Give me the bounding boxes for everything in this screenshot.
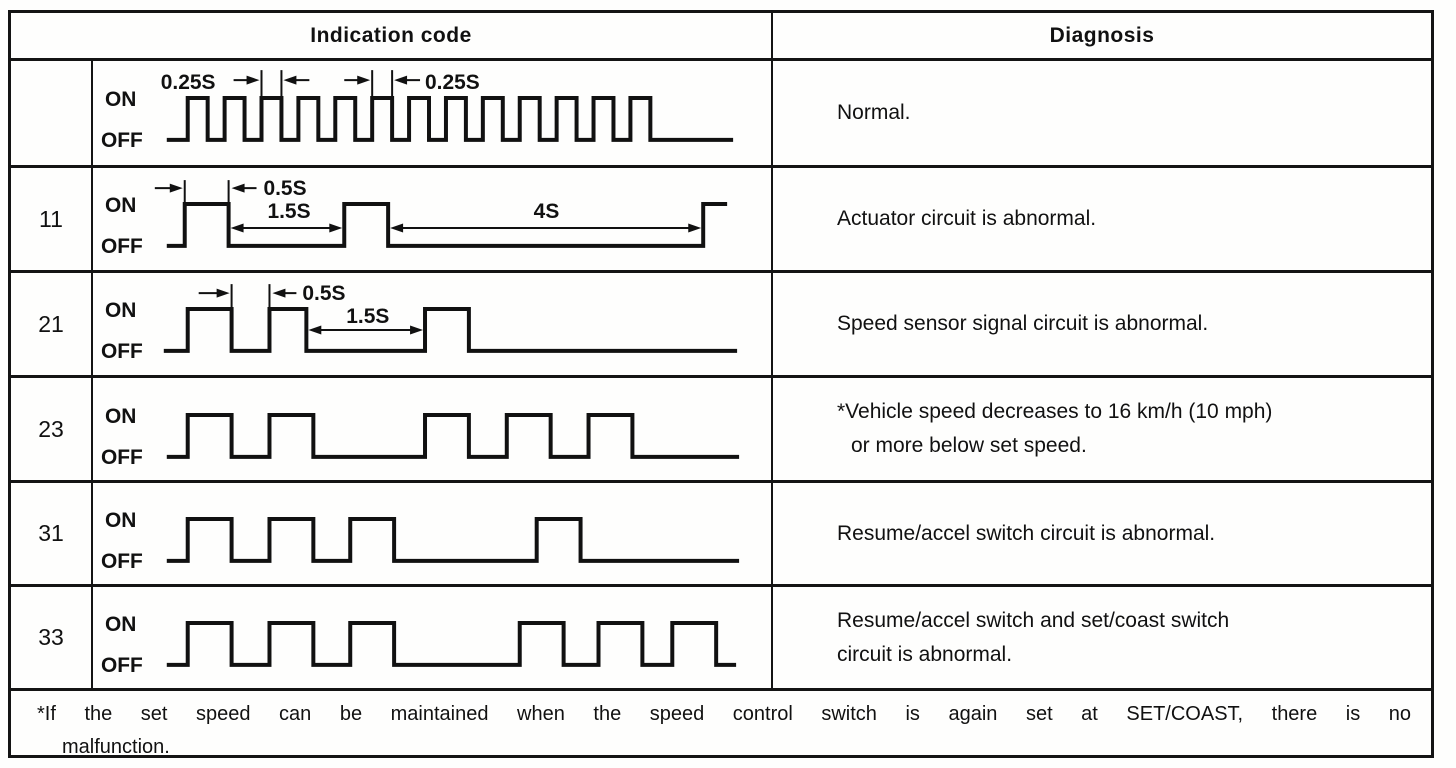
on-level-label: ON xyxy=(105,88,136,111)
dimension-arrowhead xyxy=(216,288,230,298)
table-row: 23 ON OFF *Vehicle speed decreases to 16 km… xyxy=(11,378,1431,483)
waveform-cell: ON OFF xyxy=(93,483,773,584)
duration-label: 0.25S xyxy=(161,71,216,94)
duration-label: 0.5S xyxy=(263,177,306,200)
indication-code-header: Indication code xyxy=(11,13,773,58)
signal-waveform xyxy=(166,96,734,142)
waveform-cell: ON OFF xyxy=(93,378,773,480)
code-cell: 21 xyxy=(11,273,93,375)
diagnosis-text: Normal. xyxy=(837,101,911,124)
waveform-svg: ON OFF xyxy=(101,613,737,677)
code-cell: 11 xyxy=(11,168,93,270)
table-row: 33 ON OFF Resume/accel switch and set/coast… xyxy=(11,587,1431,691)
footnote-line-1: *If the set speed can be maintained when… xyxy=(37,703,1411,725)
diagnosis-text: Speed sensor signal circuit is abnormal. xyxy=(837,312,1209,335)
signal-waveform xyxy=(166,517,740,563)
diagnosis-text: Actuator circuit is abnormal. xyxy=(837,207,1097,230)
diagnosis-text: circuit is abnormal. xyxy=(837,642,1013,666)
dimension-arrowhead xyxy=(394,75,408,85)
on-level-label: ON xyxy=(105,509,136,532)
dimension-arrowhead xyxy=(357,75,371,85)
code-cell: 33 xyxy=(11,587,93,688)
diagnosis-cell: Resume/accel switch circuit is abnormal. xyxy=(773,483,1431,584)
duration-label: 0.25S xyxy=(425,71,480,94)
diagnosis-cell: Normal. xyxy=(773,61,1431,165)
off-level-label: OFF xyxy=(101,235,143,258)
diagnosis-text: *Vehicle speed decreases to 16 km/h (10 … xyxy=(837,400,1273,423)
dimension-arrowhead xyxy=(410,325,424,335)
signal-waveform xyxy=(163,307,738,353)
table-row: ON OFF 0.25S 0.25S Normal. xyxy=(11,61,1431,168)
table-row: 31 ON OFF Resume/accel switch circuit is ab… xyxy=(11,483,1431,587)
duration-label: 0.5S xyxy=(302,282,345,305)
dimension-arrowhead xyxy=(231,183,245,193)
table-header-row: Indication code Diagnosis xyxy=(11,13,1431,61)
footnote-line-2: malfunction. xyxy=(62,736,170,758)
on-level-label: ON xyxy=(105,405,136,428)
dimension-arrowhead xyxy=(688,223,702,233)
waveform-svg: ON OFF xyxy=(101,405,740,469)
duration-label: 4S xyxy=(534,200,560,223)
off-level-label: OFF xyxy=(101,129,143,152)
dimension-arrowhead xyxy=(283,75,297,85)
dimension-arrowhead xyxy=(272,288,286,298)
dimension-arrowhead xyxy=(329,223,343,233)
dimension-arrowhead xyxy=(230,223,244,233)
diagnosis-text: Resume/accel switch and set/coast switch xyxy=(837,608,1230,632)
on-level-label: ON xyxy=(105,613,136,636)
signal-waveform xyxy=(166,413,740,459)
duration-label: 1.5S xyxy=(267,200,310,223)
off-level-label: OFF xyxy=(101,654,143,677)
diagnosis-text: or more below set speed. xyxy=(851,434,1087,457)
diagnosis-header: Diagnosis xyxy=(1049,23,1155,47)
dimension-arrowhead xyxy=(246,75,260,85)
on-level-label: ON xyxy=(105,299,136,322)
waveform-svg: ON OFF 0.5S1.5S xyxy=(101,282,738,363)
signal-waveform xyxy=(166,621,737,667)
code-cell: 23 xyxy=(11,378,93,480)
diagnosis-cell: Speed sensor signal circuit is abnormal. xyxy=(773,273,1431,375)
waveform-svg: ON OFF 0.25S 0.25S xyxy=(101,70,734,152)
off-level-label: OFF xyxy=(101,446,143,469)
waveform-svg: ON OFF 0.5S1.5S 4S xyxy=(101,177,728,258)
diagnosis-cell: *Vehicle speed decreases to 16 km/h (10 … xyxy=(773,378,1431,480)
dimension-arrowhead xyxy=(390,223,404,233)
diagnosis-text: Resume/accel switch circuit is abnormal. xyxy=(837,521,1216,545)
code-cell xyxy=(11,61,93,165)
diagnostic-code-table: Indication code Diagnosis ON OFF 0.25S 0.25… xyxy=(8,10,1434,758)
dimension-arrowhead xyxy=(169,183,183,193)
diagnosis-cell: Resume/accel switch and set/coast switch… xyxy=(773,587,1431,688)
off-level-label: OFF xyxy=(101,340,143,363)
signal-waveform xyxy=(166,202,728,248)
off-level-label: OFF xyxy=(101,550,143,573)
on-level-label: ON xyxy=(105,194,136,217)
footnote: *If the set speed can be maintained when… xyxy=(11,691,1431,764)
diagnosis-cell: Actuator circuit is abnormal. xyxy=(773,168,1431,270)
code-cell: 31 xyxy=(11,483,93,584)
dimension-arrowhead xyxy=(308,325,322,335)
waveform-cell: ON OFF 0.25S 0.25S xyxy=(93,61,773,165)
duration-label: 1.5S xyxy=(346,305,389,328)
waveform-cell: ON OFF xyxy=(93,587,773,688)
waveform-svg: ON OFF xyxy=(101,509,740,573)
